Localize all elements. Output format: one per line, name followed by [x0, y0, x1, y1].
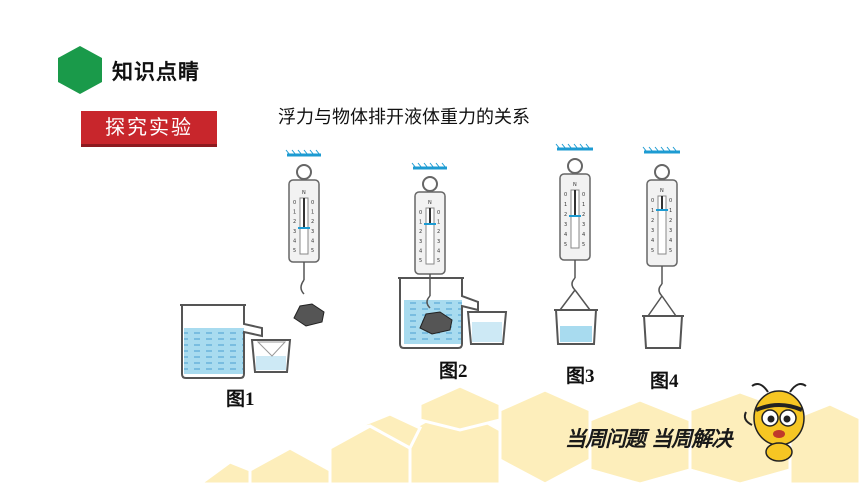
fig2-scale-mark-r: 1 — [437, 220, 440, 226]
fig4-scale-mark-r: 1 — [669, 208, 672, 214]
fig1-rock — [293, 303, 325, 327]
fig3-scale-mark-l: 3 — [564, 222, 567, 228]
slogan-text: 当周问题 当周解决 — [565, 426, 732, 451]
fig2-scale-unit: N — [428, 200, 432, 206]
fig1-scale-mark-l: 1 — [293, 210, 296, 216]
fig1-scale-mark-l: 0 — [293, 200, 296, 206]
fig3-scale-mark-r: 2 — [582, 212, 585, 218]
fig2-scale-mark-l: 1 — [419, 220, 422, 226]
fig3-scale-mark-l: 1 — [564, 202, 567, 208]
figure-2-label: 图2 — [439, 361, 468, 382]
fig1-scale-mark-l: 2 — [293, 219, 296, 225]
figure-3-label: 图3 — [566, 366, 595, 387]
fig3-spring-scale — [555, 143, 593, 311]
fig3-scale-unit: N — [573, 182, 577, 188]
fig4-scale-mark-r: 0 — [669, 198, 672, 204]
fig1-catch-beaker — [250, 339, 292, 373]
fig3-scale-mark-l: 0 — [564, 192, 567, 198]
fig3-scale-mark-r: 4 — [582, 232, 585, 238]
fig2-catch-beaker — [466, 311, 508, 345]
fig1-spring-scale — [285, 149, 321, 295]
fig3-scale-mark-r: 1 — [582, 202, 585, 208]
fig1-scale-mark-r: 1 — [311, 210, 314, 216]
fig1-scale-mark-r: 2 — [311, 219, 314, 225]
fig4-scale-mark-l: 4 — [651, 238, 654, 244]
fig4-scale-mark-r: 5 — [669, 248, 672, 254]
fig1-scale-mark-r: 3 — [311, 229, 314, 235]
fig2-scale-mark-r: 2 — [437, 229, 440, 235]
fig3-beaker — [554, 309, 598, 345]
fig2-rock — [419, 311, 453, 335]
fig2-spring-scale — [411, 162, 447, 309]
fig4-empty-beaker — [642, 315, 684, 349]
fig4-scale-mark-l: 0 — [651, 198, 654, 204]
fig4-scale-unit: N — [660, 188, 664, 194]
fig3-scale-mark-r: 5 — [582, 242, 585, 248]
experiment-badge: 探究实验 — [81, 111, 217, 147]
section-title: 知识点睛 — [112, 60, 200, 84]
figure-4-label: 图4 — [650, 371, 679, 392]
fig4-scale-mark-l: 5 — [651, 248, 654, 254]
fig3-scale-mark-r: 3 — [582, 222, 585, 228]
fig3-scale-mark-r: 0 — [582, 192, 585, 198]
fig1-overflow-beaker — [180, 304, 263, 379]
fig4-scale-mark-l: 2 — [651, 218, 654, 224]
fig2-scale-mark-r: 3 — [437, 239, 440, 245]
fig4-spring-scale — [642, 146, 680, 317]
fig4-scale-mark-l: 1 — [651, 208, 654, 214]
fig2-scale-mark-l: 5 — [419, 258, 422, 264]
section-hexagon-icon — [58, 46, 102, 94]
figure-1-label: 图1 — [226, 389, 255, 410]
fig1-scale-unit: N — [302, 190, 306, 196]
fig1-scale-mark-r: 0 — [311, 200, 314, 206]
fig1-scale-mark-l: 4 — [293, 238, 296, 244]
bee-mascot-icon — [743, 383, 807, 462]
fig2-scale-mark-l: 4 — [419, 248, 422, 254]
fig2-scale-mark-r: 5 — [437, 258, 440, 264]
fig3-scale-mark-l: 5 — [564, 242, 567, 248]
experiment-badge-label: 探究实验 — [105, 115, 193, 139]
fig4-scale-mark-r: 2 — [669, 218, 672, 224]
fig2-scale-mark-l: 2 — [419, 229, 422, 235]
fig4-scale-mark-r: 4 — [669, 238, 672, 244]
fig3-scale-mark-l: 4 — [564, 232, 567, 238]
fig2-scale-mark-r: 4 — [437, 248, 440, 254]
fig3-scale-mark-l: 2 — [564, 212, 567, 218]
fig1-scale-mark-l: 3 — [293, 229, 296, 235]
fig1-scale-mark-r: 5 — [311, 248, 314, 254]
fig4-scale-mark-r: 3 — [669, 228, 672, 234]
fig4-scale-mark-l: 3 — [651, 228, 654, 234]
fig1-scale-mark-r: 4 — [311, 238, 314, 244]
fig2-scale-mark-l: 3 — [419, 239, 422, 245]
fig2-scale-mark-r: 0 — [437, 210, 440, 216]
fig1-scale-mark-l: 5 — [293, 248, 296, 254]
fig2-scale-mark-l: 0 — [419, 210, 422, 216]
experiment-heading: 浮力与物体排开液体重力的关系 — [278, 107, 530, 128]
